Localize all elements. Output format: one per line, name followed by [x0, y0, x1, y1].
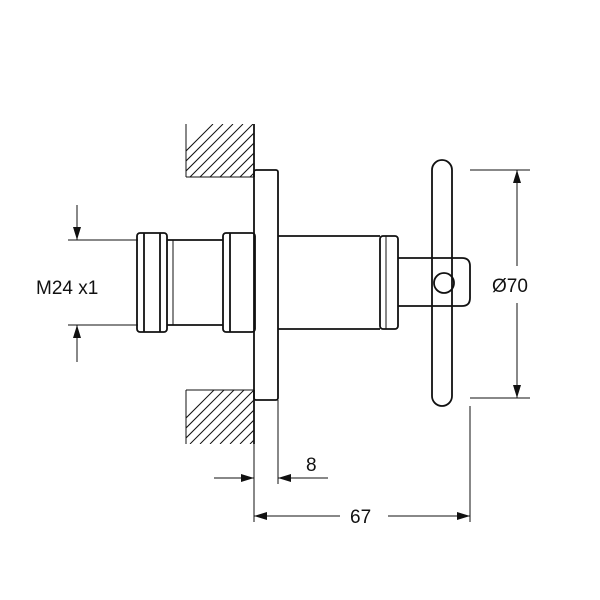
body-nut	[222, 232, 256, 333]
thread-dimension: M24 x1	[36, 205, 138, 362]
valve-stem	[167, 239, 223, 326]
arrow-up-icon	[73, 325, 81, 338]
threaded-connector	[136, 232, 168, 333]
arrow-right-icon	[241, 474, 254, 482]
overall-length-label: 67	[350, 507, 371, 528]
handle-hub-icon	[433, 272, 455, 294]
spindle	[398, 257, 432, 307]
arrow-down-icon	[73, 227, 81, 240]
diameter-dimension: Ø70	[470, 169, 530, 399]
thread-label: M24 x1	[36, 278, 98, 299]
mounting-flange	[253, 169, 279, 401]
diameter-label: Ø70	[492, 276, 528, 297]
wall-top-hatching	[186, 124, 254, 177]
cross-handle	[431, 159, 471, 407]
overall-length-dimension: 67	[254, 406, 471, 528]
arrow-left-icon	[254, 512, 267, 520]
wall-offset-dimension: 8	[214, 400, 328, 522]
wall-bottom-hatching	[186, 390, 254, 444]
wall-offset-label: 8	[306, 455, 317, 476]
valve-body	[278, 235, 399, 330]
arrow-right-icon	[457, 512, 470, 520]
arrow-down-icon	[513, 385, 521, 398]
arrow-up-icon	[513, 170, 521, 183]
arrow-left-icon	[278, 474, 291, 482]
wall-top	[185, 124, 255, 178]
wall-bottom	[185, 389, 255, 444]
